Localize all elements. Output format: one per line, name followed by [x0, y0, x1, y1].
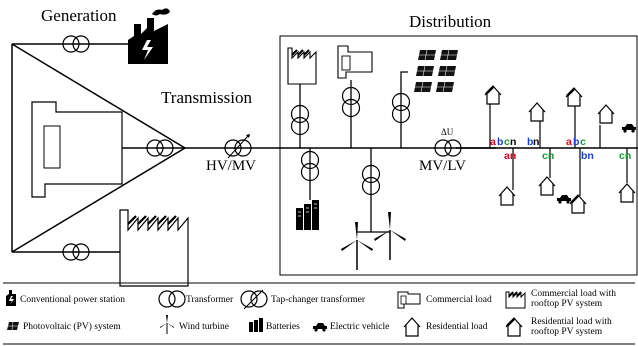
commercial-load-icon: [397, 291, 421, 309]
legend-label: Photovoltaic (PV) system: [23, 322, 121, 332]
transmission-line: [185, 134, 280, 159]
battery-icon: [249, 318, 263, 332]
hv-mv-label: HV/MV: [206, 158, 257, 174]
phase-bn-label: bn: [581, 150, 594, 162]
commercial-pv-icon: [505, 291, 526, 309]
house-pv-icon: [483, 84, 503, 106]
legend-label: Batteries: [266, 322, 300, 332]
pv-panel-icon: [435, 81, 455, 93]
legend-label: Tap-changer transformer: [271, 295, 366, 305]
house-icon: [618, 183, 636, 203]
phase-c-label: c: [580, 136, 586, 148]
pv-panel-icon: [439, 49, 459, 61]
legend-label: Electric vehicle: [330, 322, 390, 332]
tap-changer-transformer-icon: [240, 289, 268, 310]
phase-cn-label: cn: [542, 150, 555, 162]
phase-b-label: b: [497, 136, 504, 148]
mv-branch-commercial-pv: [287, 47, 317, 148]
house-icon: [403, 317, 421, 337]
generation-commercial-pv-load: [12, 209, 189, 287]
transmission-title: Transmission: [161, 88, 253, 107]
legend-label: Wind turbine: [179, 322, 230, 332]
phase-c-label: c: [504, 136, 510, 148]
legend-label: Residential load with rooftop PV system: [531, 317, 612, 337]
distribution-title: Distribution: [409, 12, 492, 31]
transformer-icon: [158, 290, 186, 308]
pv-panel-icon: [417, 49, 437, 61]
house-icon: [528, 102, 546, 122]
mv-branch-pv: [391, 49, 459, 148]
pv-panel-icon: [415, 65, 435, 77]
legend-label: Commercial load: [426, 295, 492, 305]
legend-label: Conventional power station: [20, 295, 126, 305]
lv-feeder: [456, 84, 638, 215]
wind-turbine-icon: [160, 315, 174, 334]
wind-turbine-icon: [340, 221, 374, 271]
electric-vehicle-icon: [557, 195, 571, 204]
phase-n-label: n: [510, 136, 517, 148]
pv-panel-icon: [7, 321, 19, 331]
pv-panel-icon: [413, 81, 433, 93]
house-icon: [538, 176, 556, 196]
power-station-icon: [6, 290, 16, 306]
pv-panel-icon: [437, 65, 457, 77]
house-pv-icon: [504, 316, 524, 338]
mv-lv-label: MV/LV: [419, 158, 466, 174]
battery-icon: [296, 200, 319, 230]
phase-n-label: n: [533, 136, 540, 148]
wind-turbine-icon: [373, 211, 407, 261]
phase-a-label: a: [490, 136, 496, 148]
phase-an-label: an: [504, 150, 517, 162]
mv-branch-wind: [340, 148, 407, 271]
legend-label: Commercial load with rooftop PV system: [531, 289, 616, 309]
delta-u-label: ΔU: [441, 127, 454, 137]
distribution-box: [279, 35, 638, 276]
legend-label: Residential load: [426, 322, 488, 332]
house-pv-icon: [564, 86, 584, 108]
legend-icons: [6, 289, 526, 338]
generation-commercial-load: [31, 101, 185, 198]
conventional-power-station: [12, 8, 170, 64]
mv-branch-commercial: [337, 45, 373, 148]
electric-vehicle-icon: [313, 323, 327, 332]
legend-label: Transformer: [186, 295, 234, 305]
phase-b-label: b: [573, 136, 580, 148]
house-pv-icon: [568, 193, 588, 215]
phase-cn-label: cn: [619, 150, 632, 162]
generation-title: Generation: [41, 6, 117, 25]
electric-vehicle-icon: [622, 124, 636, 133]
phase-b-label: b: [527, 136, 534, 148]
mv-branch-batteries: [296, 148, 320, 230]
house-icon: [597, 104, 615, 124]
phase-a-label: a: [566, 136, 572, 148]
